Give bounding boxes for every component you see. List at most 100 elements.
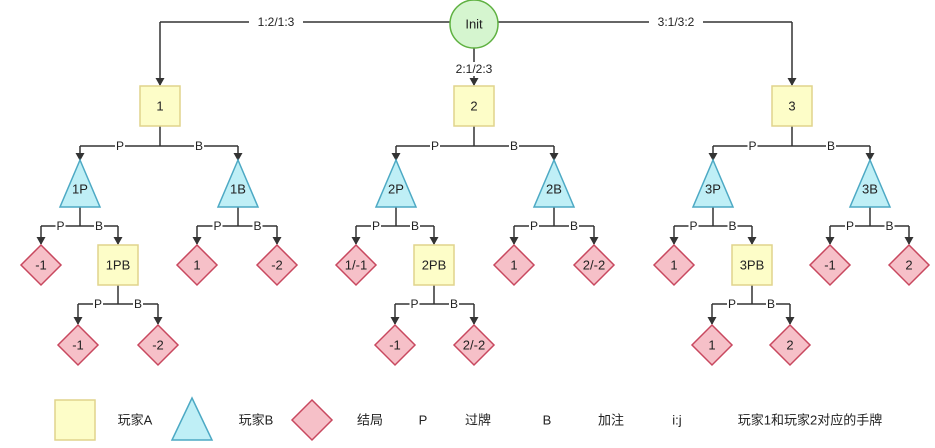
s2-b-label-p: P [530, 219, 538, 233]
node-1-shape [139, 85, 181, 127]
s2-b-left-arrow [509, 237, 519, 245]
s3-pb-left-arrow [707, 317, 717, 325]
s1-a-left-arrow [75, 153, 85, 161]
s1-p-label-p-bg [55, 219, 66, 233]
s1-p-label-b-bg [94, 219, 104, 233]
terminal-t2-label: 1 [193, 258, 200, 273]
node-3pb: 3PB [731, 244, 773, 286]
s1-a-label-p-bg [115, 139, 125, 153]
s2-a-right-arrow [549, 153, 559, 161]
node-3pb-shape [731, 244, 773, 286]
terminal-t11: -2 [136, 323, 180, 367]
terminal-t11-shape [136, 323, 180, 367]
s2-p-right-arrow [429, 237, 439, 245]
s3-b-label-b-bg [884, 219, 895, 233]
terminal-t12-label: -1 [389, 338, 401, 353]
s2-p-label-b-bg [410, 219, 420, 233]
terminal-t5: 1 [492, 243, 536, 287]
s3-pb-label-b-bg [766, 297, 776, 311]
terminal-t7: 1 [652, 243, 696, 287]
terminal-t10-label: -1 [72, 338, 84, 353]
s3-b-label-b: B [885, 219, 893, 233]
terminal-t15-label: 2 [786, 338, 793, 353]
terminal-t3-label: -2 [271, 258, 283, 273]
terminal-t3: -2 [255, 243, 299, 287]
node-1pb-label: 1PB [106, 258, 131, 273]
node-1b-shape [216, 158, 260, 208]
node-1pb-shape [97, 244, 139, 286]
s1-pb-label-p-bg [93, 297, 103, 311]
s1-a-label-p: P [116, 139, 124, 153]
node-2-shape [453, 85, 495, 127]
node-init: Init [449, 0, 499, 49]
s1-b-label-p: P [213, 219, 221, 233]
s3-pb-right-arrow [785, 317, 795, 325]
s1-b-right-arrow [272, 237, 282, 245]
legend-square-icon [54, 399, 96, 441]
s2-pb-label-p-bg [409, 297, 420, 311]
s2-a-label-b: B [510, 139, 518, 153]
s1-b-label-p-bg [212, 219, 223, 233]
node-3p-label: 3P [705, 182, 721, 197]
terminal-t13-label: 2/-2 [463, 338, 485, 353]
node-3-label: 3 [788, 99, 795, 114]
node-1: 1 [139, 85, 181, 127]
terminal-t15-shape [768, 323, 812, 367]
tree-edges [36, 21, 914, 325]
terminal-t8-shape [808, 243, 852, 287]
legend-bet-key: B [543, 413, 552, 428]
s3-b-right-arrow [904, 237, 914, 245]
node-2pb-shape [413, 244, 455, 286]
terminal-t2-shape [175, 243, 219, 287]
terminal-t7-shape [652, 243, 696, 287]
node-1p-shape [58, 158, 102, 208]
terminal-t15: 2 [768, 323, 812, 367]
terminal-t14-label: 1 [708, 338, 715, 353]
deal-label-mid-bg [447, 62, 501, 76]
s2-pb-label-b: B [450, 297, 458, 311]
s1-b-left-arrow [192, 237, 202, 245]
s3-pb-label-p-bg [727, 297, 737, 311]
s1-a-label-b: B [195, 139, 203, 153]
s3-p-label-b-bg [727, 219, 738, 233]
s2-pb-right-arrow [469, 317, 479, 325]
s3-pb-label-p: P [728, 297, 736, 311]
legend-diamond-icon [290, 398, 334, 442]
node-3b-label: 3B [862, 182, 878, 197]
s2-pb-left-arrow [390, 317, 400, 325]
node-1b-label: 1B [230, 182, 246, 197]
s1-pb-left-arrow [73, 317, 83, 325]
s1-pb-label-b: B [134, 297, 142, 311]
node-init-shape [449, 0, 499, 49]
node-2b-shape [532, 158, 576, 208]
deal-label-right-bg [649, 15, 703, 29]
s3-p-label-p: P [689, 219, 697, 233]
terminal-t9-label: 2 [905, 258, 912, 273]
terminal-t6-shape [572, 243, 616, 287]
s2-p-left-arrow [351, 237, 361, 245]
legend-pass-key: P [419, 413, 428, 428]
terminal-t2: 1 [175, 243, 219, 287]
s2-b-right-arrow [589, 237, 599, 245]
legend-terminal-text: 结局 [357, 413, 383, 428]
s2-b-label-b: B [570, 219, 578, 233]
node-1-label: 1 [156, 99, 163, 114]
s2-b-label-p-bg [529, 219, 539, 233]
terminal-t6: 2/-2 [572, 243, 616, 287]
s3-a-left-arrow [708, 153, 718, 161]
node-2b: 2B [532, 158, 576, 208]
s1-p-left-arrow [36, 237, 46, 245]
s2-a-label-p: P [431, 139, 439, 153]
s2-pb-label-p: P [410, 297, 418, 311]
s3-p-left-arrow [669, 237, 679, 245]
terminal-t9: 2 [887, 243, 931, 287]
terminal-t14: 1 [690, 323, 734, 367]
terminal-t12: -1 [373, 323, 417, 367]
terminal-t4-shape [334, 243, 378, 287]
terminal-t12-shape [373, 323, 417, 367]
terminal-t1-shape [19, 243, 63, 287]
node-2p: 2P [374, 158, 418, 208]
